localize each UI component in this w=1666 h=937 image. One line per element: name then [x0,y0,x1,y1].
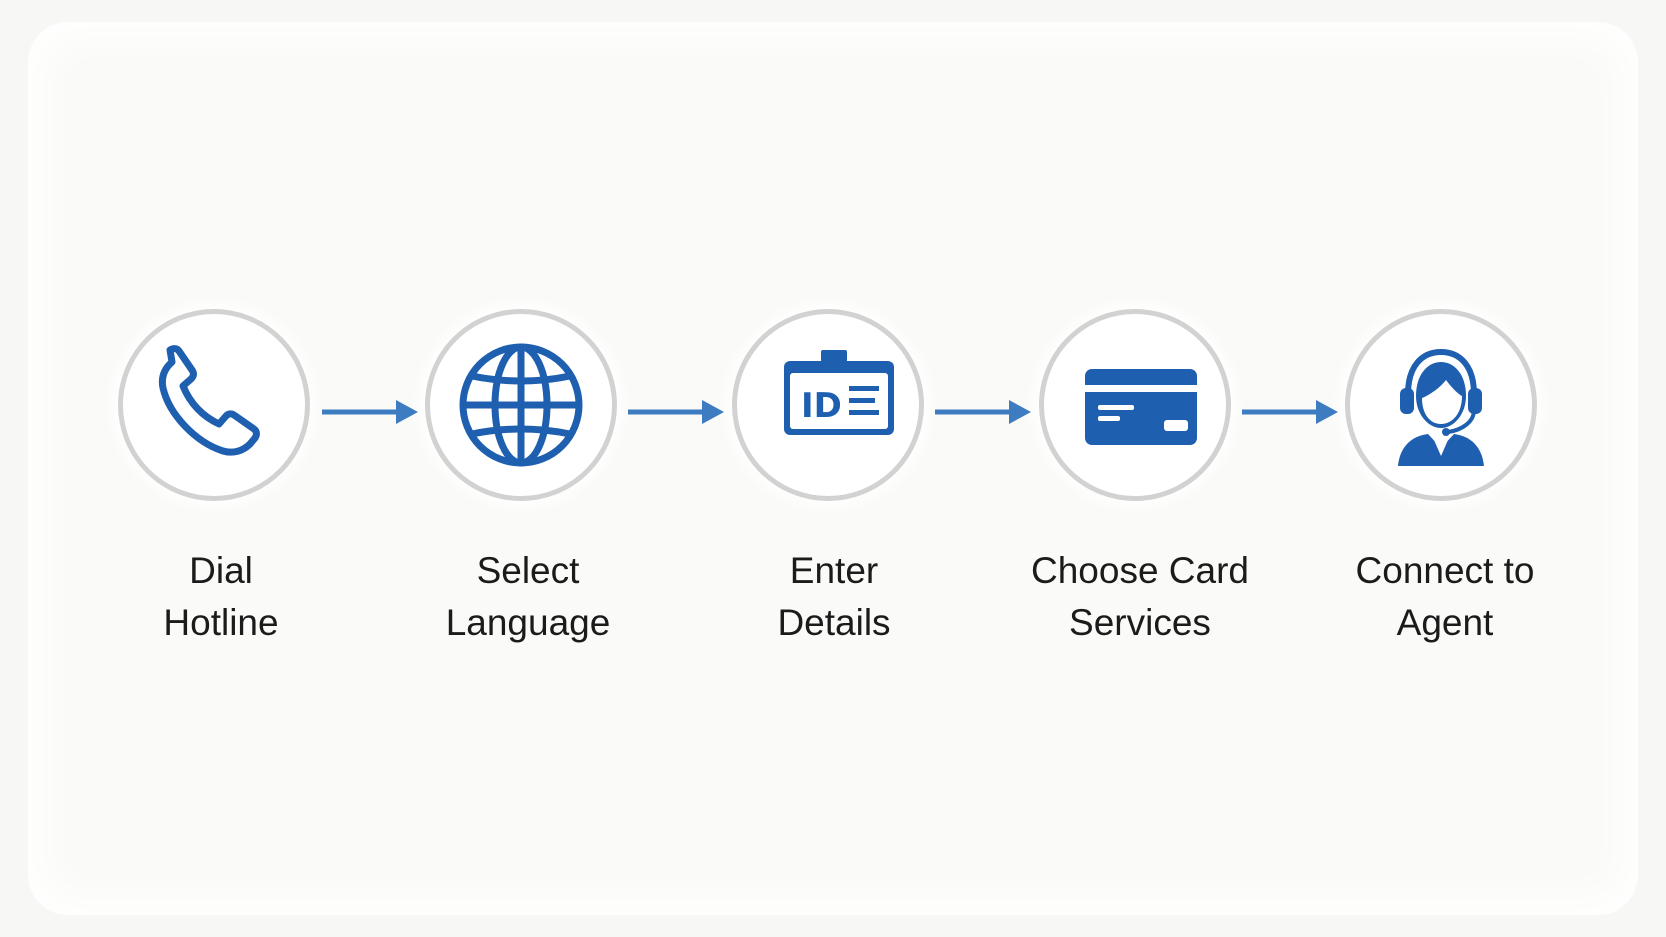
arrow-2-3 [628,400,724,424]
arrow-1-2 [322,400,418,424]
step-2-label: Select Language [388,545,668,649]
step-3-circle: ID [732,309,924,501]
step-5-label-line-1: Connect to [1355,550,1535,591]
step-3-label-line-2: Details [777,602,891,643]
id-card-icon: ID [784,350,894,435]
step-1-label-line-2: Hotline [163,602,279,643]
step-5-label-line-2: Agent [1396,602,1494,643]
arrow-4-5 [1242,400,1338,424]
headset-agent-icon [1398,348,1484,466]
step-1-circle [118,309,310,501]
step-3-label-line-1: Enter [789,550,879,591]
arrow-3-4 [935,400,1031,424]
step-4-label-line-2: Services [1069,602,1211,643]
credit-card-icon [1085,369,1197,445]
step-1-label: Dial Hotline [81,545,361,649]
svg-text:ID: ID [801,386,842,426]
step-5-circle [1345,309,1537,501]
step-3-label: Enter Details [694,545,974,649]
step-5-label: Connect to Agent [1305,545,1585,649]
step-4-circle [1039,309,1231,501]
step-4-label-line-1: Choose Card [1030,550,1249,591]
step-1-label-line-1: Dial [189,550,253,591]
step-2-circle [425,309,617,501]
globe-icon [459,343,583,467]
step-4-label: Choose Card Services [1000,545,1280,649]
step-2-label-line-1: Select [476,550,580,591]
step-2-label-line-2: Language [445,602,611,643]
phone-icon [158,345,260,456]
